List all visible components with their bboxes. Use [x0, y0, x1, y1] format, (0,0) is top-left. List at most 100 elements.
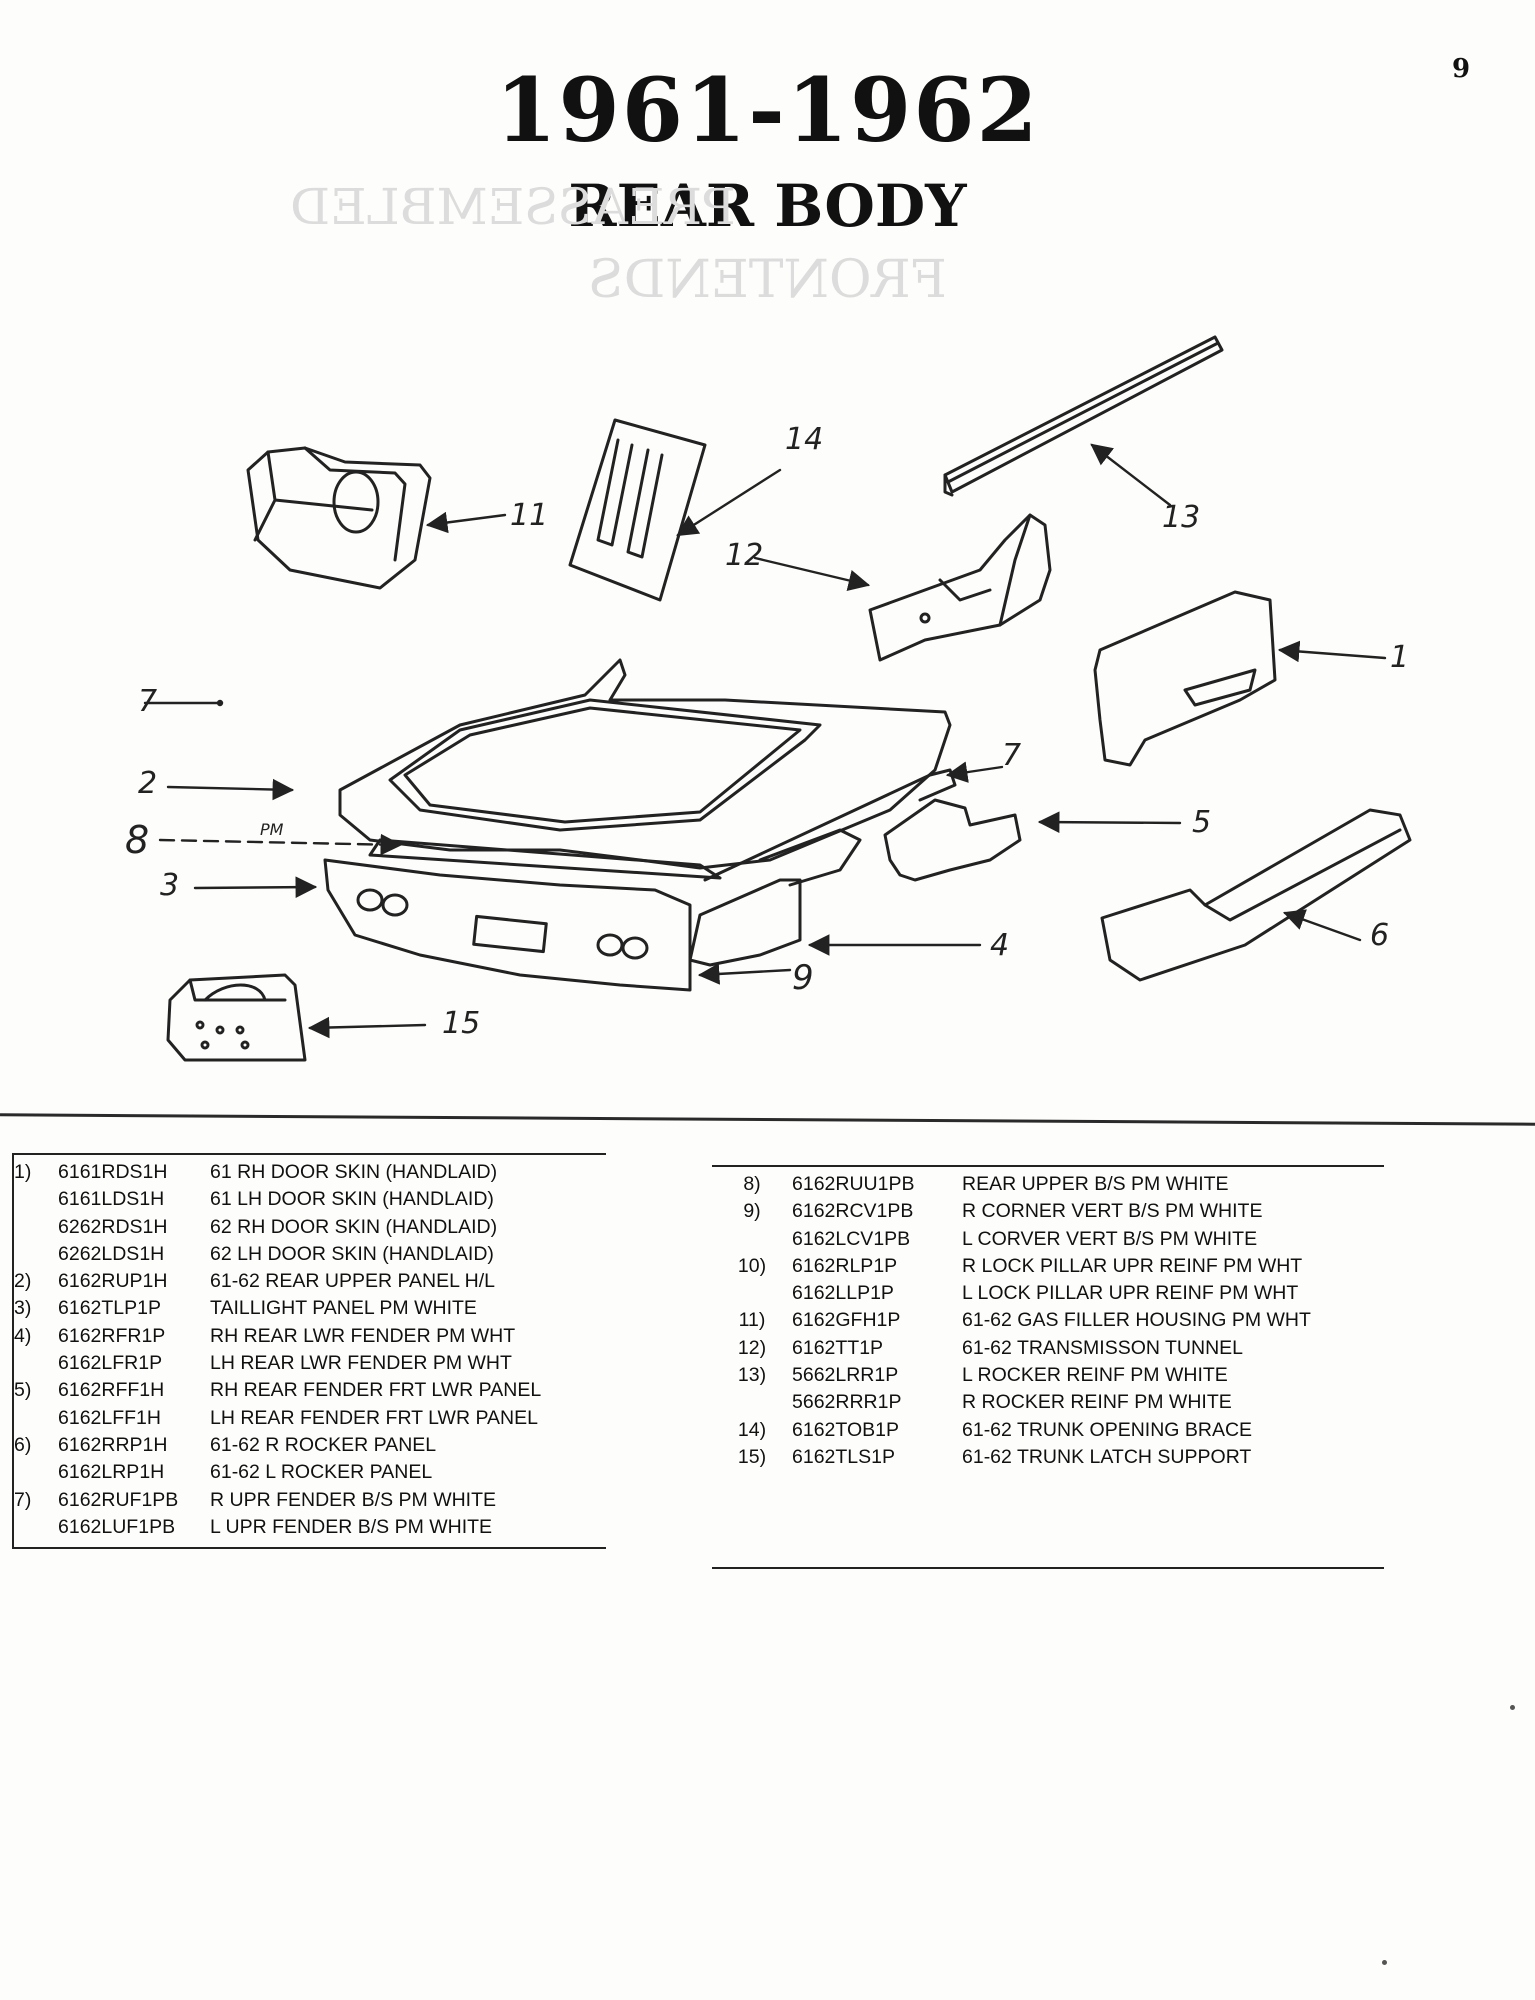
item-number: 9): [743, 1200, 761, 1223]
item-number: 12): [737, 1336, 767, 1359]
item-number: 11): [738, 1309, 766, 1332]
part-description: TAILLIGHT PANEL PM WHITE: [210, 1297, 477, 1320]
part-number: 6162TLS1P: [792, 1445, 895, 1468]
part-description: REAR UPPER B/S PM WHITE: [962, 1173, 1229, 1195]
part-description: 62 RH DOOR SKIN (HANDLAID): [210, 1215, 498, 1238]
transmission-tunnel-part: [868, 513, 1052, 662]
callout-label-11: 11: [510, 498, 549, 533]
gas-filler-housing-part: [246, 446, 432, 590]
part-description: 61-62 TRANSMISSON TUNNEL: [962, 1336, 1244, 1359]
callout-label-2: 2: [138, 766, 158, 801]
callout-label-3: 3: [160, 868, 180, 903]
callout-label-14: 14: [785, 422, 824, 457]
part-number: 6262RDS1H: [58, 1215, 168, 1238]
leader-arrows: [143, 443, 1387, 1039]
part-description: 61-62 TRUNK LATCH SUPPORT: [962, 1445, 1252, 1468]
part-description: L CORVER VERT B/S PM WHITE: [962, 1227, 1258, 1250]
item-number: 8): [743, 1173, 761, 1195]
parts-table-row: 6262LDS1H 62 LH DOOR SKIN (HANDLAID): [14, 1241, 606, 1268]
callout-label-6: 6: [1370, 918, 1390, 953]
parts-table-row: 6162LUF1PB L UPR FENDER B/S PM WHITE: [14, 1514, 606, 1541]
part-description: 61-62 GAS FILLER HOUSING PM WHT: [962, 1309, 1311, 1332]
part-description: 61-62 REAR UPPER PANEL H/L: [210, 1270, 496, 1293]
part-description: R ROCKER REINF PM WHITE: [962, 1391, 1232, 1414]
page-subtitle: REAR BODY: [568, 172, 967, 240]
item-number: [14, 1459, 58, 1486]
item-number: [712, 1389, 792, 1416]
callout-label-5: 5: [1192, 805, 1212, 840]
part-description: R CORNER VERT B/S PM WHITE: [962, 1200, 1263, 1223]
part-number: 6162LCV1PB: [792, 1227, 911, 1250]
part-number: 6162RRP1H: [58, 1433, 168, 1456]
parts-table-row: 8) 6162RUU1PB REAR UPPER B/S PM WHITE: [712, 1171, 1384, 1198]
trunk-latch-support-part: [166, 973, 307, 1062]
parts-table-row: 3) 6162TLP1P TAILLIGHT PANEL PM WHITE: [14, 1295, 606, 1322]
item-number: 4): [14, 1324, 32, 1347]
part-number: 6162RUU1PB: [792, 1173, 915, 1195]
item-number: [14, 1405, 58, 1432]
parts-table-row: 6162LLP1P L LOCK PILLAR UPR REINF PM WHT: [712, 1280, 1384, 1307]
part-description: 61-62 TRUNK OPENING BRACE: [962, 1418, 1253, 1441]
part-description: R LOCK PILLAR UPR REINF PM WHT: [962, 1254, 1303, 1277]
item-number: [712, 1226, 792, 1253]
part-number: 6262LDS1H: [58, 1242, 165, 1265]
scan-speck: [1382, 1960, 1387, 1965]
callout-label-13: 13: [1162, 500, 1201, 535]
part-description: LH REAR LWR FENDER PM WHT: [210, 1352, 512, 1375]
part-description: RH REAR LWR FENDER PM WHT: [210, 1324, 516, 1347]
parts-table-row: 6262RDS1H 62 RH DOOR SKIN (HANDLAID): [14, 1214, 606, 1241]
taillight-panel-part: [323, 838, 722, 992]
part-number: 6162RUP1H: [58, 1270, 168, 1293]
part-number: 6162LUF1PB: [58, 1515, 176, 1538]
part-description: L LOCK PILLAR UPR REINF PM WHT: [962, 1282, 1299, 1305]
part-description: RH REAR FENDER FRT LWR PANEL: [210, 1379, 542, 1402]
parts-table-row: 6162LCV1PB L CORVER VERT B/S PM WHITE: [712, 1226, 1384, 1253]
part-number: 5662LRR1P: [792, 1364, 899, 1387]
item-number: 5): [14, 1379, 32, 1402]
part-number: 6162LFF1H: [58, 1406, 161, 1429]
callout-label-8: 8: [125, 818, 150, 862]
item-number: [14, 1350, 58, 1377]
item-number: 3): [14, 1297, 32, 1320]
part-number: 6162LRP1H: [58, 1461, 165, 1484]
rear-body-exploded-diagram: [143, 335, 1412, 1062]
part-description: R UPR FENDER B/S PM WHITE: [210, 1488, 497, 1511]
parts-table-right: 8) 6162RUU1PB REAR UPPER B/S PM WHITE 9) 616…: [712, 1165, 1384, 1569]
item-number: [14, 1214, 58, 1241]
rocker-panel-part: [1100, 808, 1412, 982]
trunk-opening-brace-part: [568, 418, 707, 602]
part-description: 61-62 R ROCKER PANEL: [210, 1433, 437, 1456]
part-number: 6162RUF1PB: [58, 1488, 179, 1511]
part-number: 6162RLP1P: [792, 1254, 898, 1277]
part-description: 62 LH DOOR SKIN (HANDLAID): [210, 1242, 494, 1265]
parts-table-row: 2) 6162RUP1H 61-62 REAR UPPER PANEL H/L: [14, 1268, 606, 1295]
part-number: 6161RDS1H: [58, 1161, 168, 1183]
parts-table-row: 6162LRP1H 61-62 L ROCKER PANEL: [14, 1459, 606, 1486]
item-number: 2): [14, 1270, 32, 1293]
item-number: 6): [14, 1433, 32, 1456]
part-description: L ROCKER REINF PM WHITE: [962, 1364, 1228, 1387]
part-number: 6162TLP1P: [58, 1297, 161, 1320]
item-number: [14, 1186, 58, 1213]
callout-label-4: 4: [990, 928, 1010, 963]
part-number: 6162LLP1P: [792, 1282, 894, 1305]
part-description: 61-62 L ROCKER PANEL: [210, 1461, 433, 1484]
part-number: 6162TOB1P: [792, 1418, 899, 1441]
part-description: L UPR FENDER B/S PM WHITE: [210, 1515, 493, 1538]
part-number: 6162RCV1PB: [792, 1200, 914, 1223]
rear-upper-panel-part: [338, 658, 952, 870]
item-number: [14, 1241, 58, 1268]
item-number: [14, 1514, 58, 1541]
callout-label-15: 15: [442, 1006, 481, 1041]
item-number: [712, 1280, 792, 1307]
